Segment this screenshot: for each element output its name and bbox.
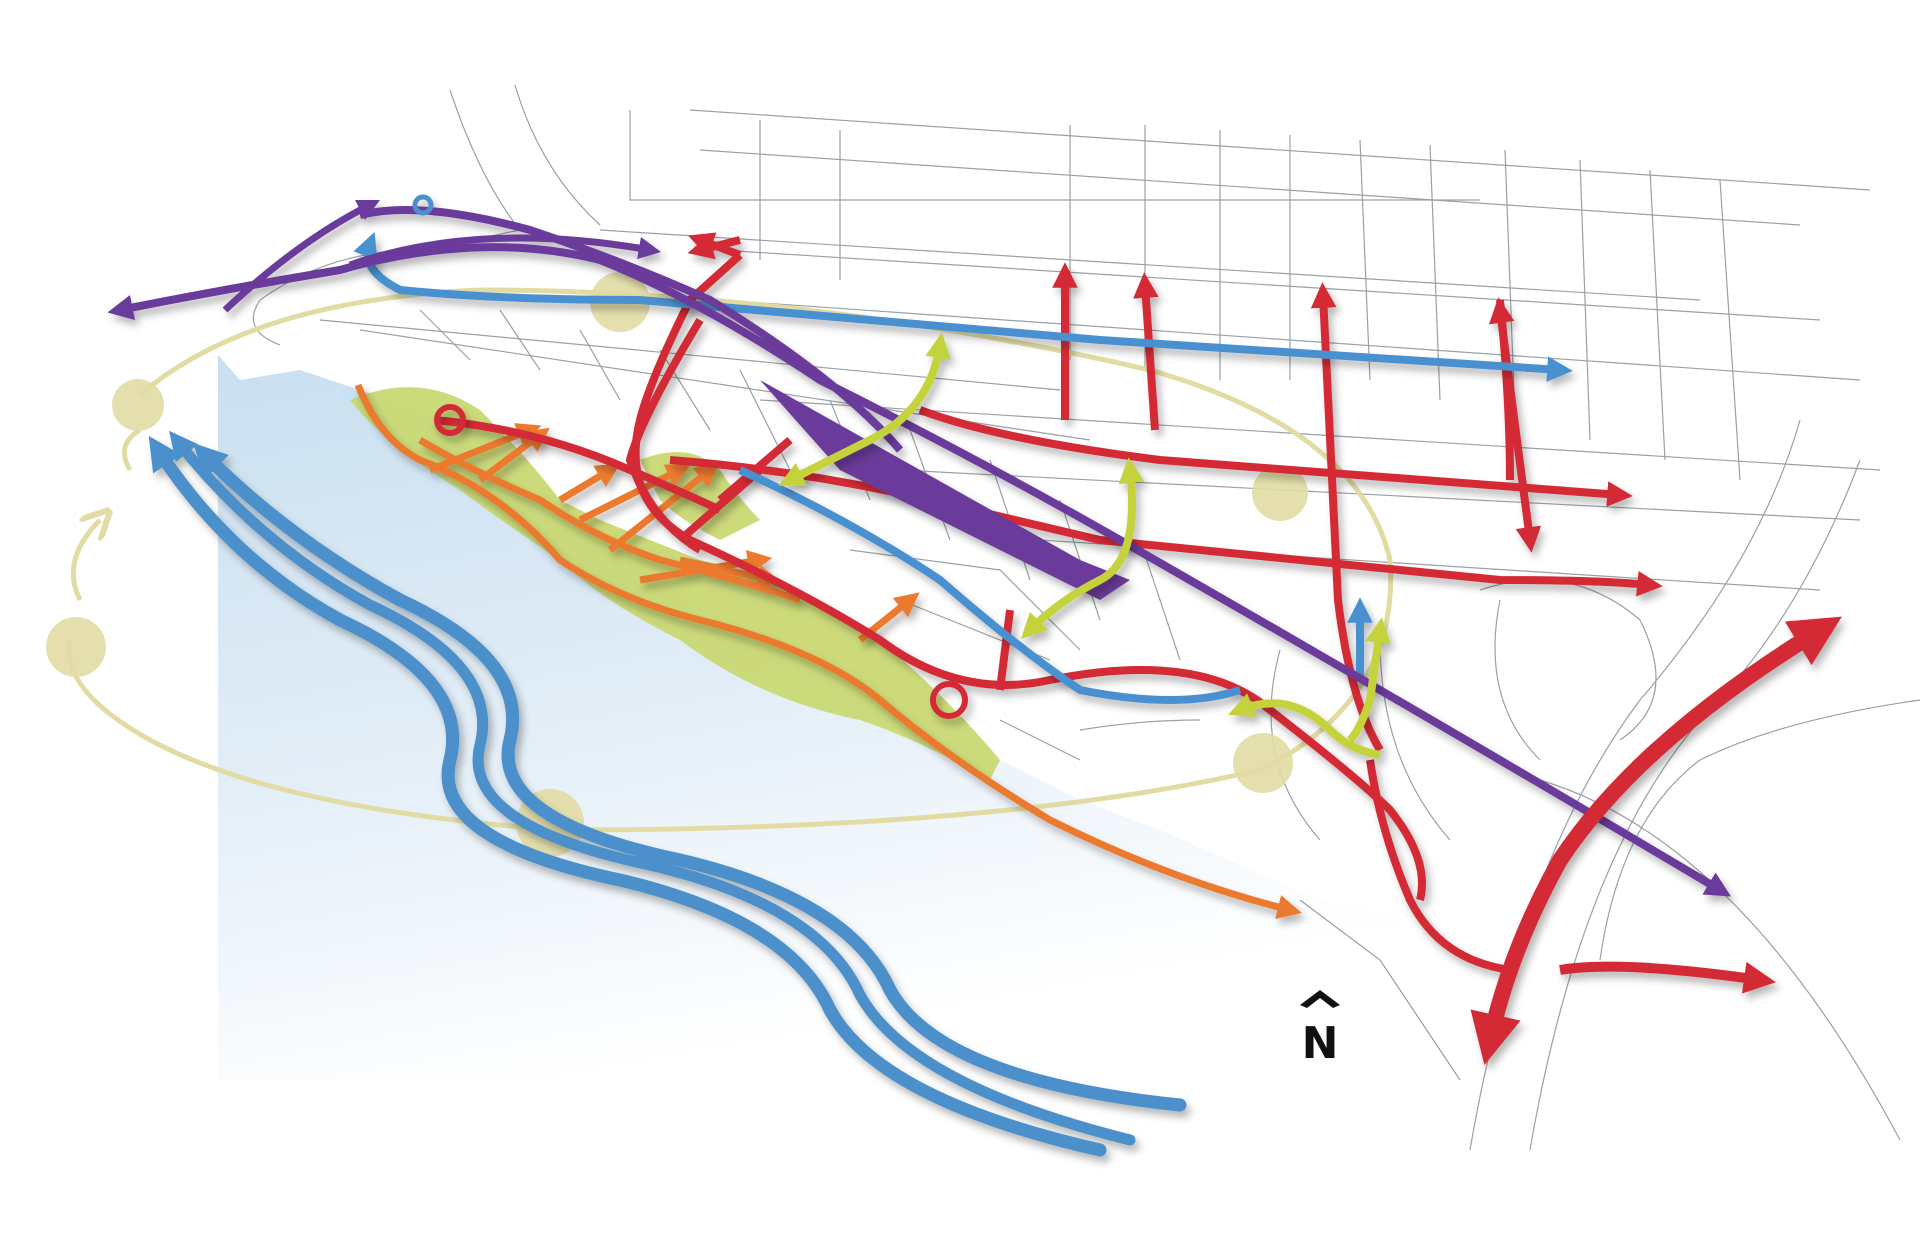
major-arterial <box>1470 616 1842 1065</box>
orange-branch <box>558 463 621 504</box>
yellow-green-link <box>1020 457 1145 640</box>
north-arrow-icon <box>1300 990 1340 1008</box>
red-street-vertical <box>1133 272 1159 431</box>
purple-node <box>412 194 434 216</box>
north-arrow: N <box>1300 990 1340 1069</box>
loop-node <box>112 379 164 431</box>
blue-primary-route <box>353 232 1573 382</box>
yellow-green-link <box>778 332 951 486</box>
major-arterial-arc <box>1470 616 1842 1065</box>
major-arterial-branch <box>1559 961 1776 994</box>
yellow-green-links <box>778 332 1391 759</box>
yellow-green-arc <box>1228 693 1381 759</box>
loop-node <box>1233 733 1293 793</box>
purple-branch <box>222 199 381 313</box>
yellow-green-link <box>1347 617 1391 743</box>
red-street-bend <box>1496 299 1514 481</box>
purple-corridor-band <box>760 380 1130 600</box>
red-street <box>996 609 1014 691</box>
purple-top-arc <box>348 234 662 269</box>
loop-node <box>46 617 106 677</box>
north-arrow-label: N <box>1302 1018 1339 1069</box>
